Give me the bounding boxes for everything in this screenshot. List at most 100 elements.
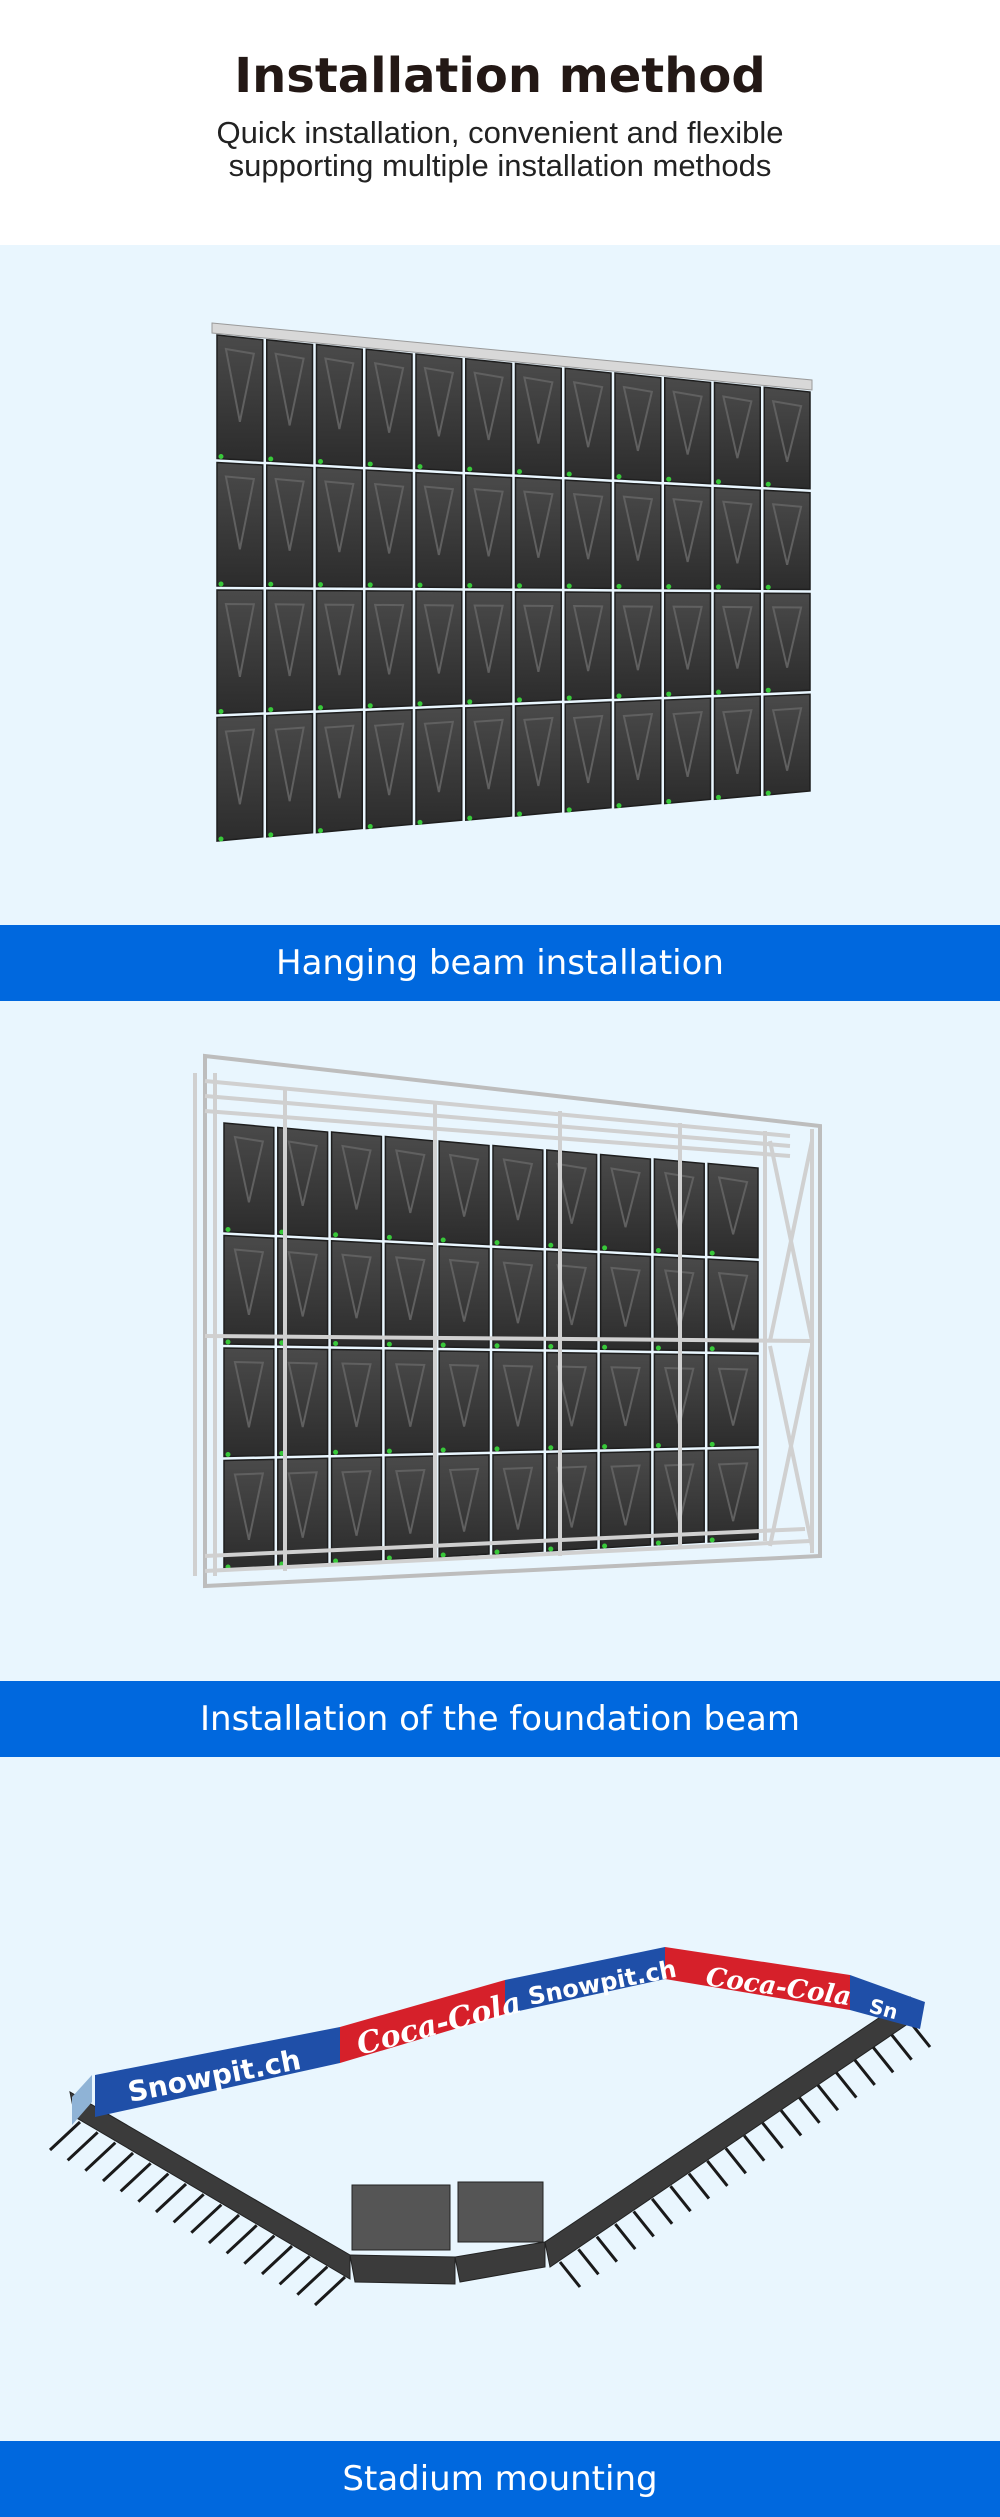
hanging-cabinet-emboss <box>771 503 803 565</box>
frame-led-indicator <box>225 1452 231 1457</box>
frame-cabinet-emboss <box>610 1266 641 1327</box>
hanging-cabinet-emboss <box>224 602 256 677</box>
frame-cabinet-emboss <box>717 1176 749 1235</box>
board-support-leg <box>154 2182 188 2214</box>
frame-led-indicator <box>494 1240 500 1246</box>
frame-led-indicator <box>548 1344 554 1349</box>
frame-cabinet-emboss <box>341 1253 372 1319</box>
frame-cabinet-emboss <box>448 1363 480 1427</box>
hanging-cabinet <box>315 710 363 834</box>
hanging-cabinet <box>514 590 562 703</box>
hanging-cabinet-emboss <box>572 381 604 448</box>
frame-cabinet-emboss <box>287 1471 318 1538</box>
board-support-leg <box>296 2265 329 2296</box>
hanging-led-indicator <box>616 583 622 589</box>
frame-cabinet-emboss <box>233 1360 265 1428</box>
frame-led-indicator <box>440 1447 446 1453</box>
hanging-led-indicator <box>318 705 323 711</box>
hanging-led-indicator <box>417 701 423 707</box>
frame-led-indicator <box>440 1552 446 1558</box>
hanging-cabinet <box>415 707 463 826</box>
frame-led-indicator <box>709 1537 715 1543</box>
frame-led-indicator <box>709 1250 715 1256</box>
frame-led-indicator <box>548 1546 554 1552</box>
hanging-cabinet-emboss <box>274 352 305 426</box>
hanging-led-indicator <box>417 464 423 470</box>
frame-cabinet-emboss <box>233 1472 265 1540</box>
hanging-cabinet-emboss <box>324 724 355 799</box>
board-support-leg <box>595 2235 619 2263</box>
hanging-cabinet <box>365 590 413 709</box>
hanging-led-indicator <box>666 799 672 804</box>
hanging-led-indicator <box>616 474 622 480</box>
board-support-leg <box>835 2071 858 2099</box>
board-support-leg <box>687 2172 711 2200</box>
board-support-leg <box>890 2033 913 2061</box>
frame-cabinet <box>546 1149 598 1251</box>
frame-cabinet-emboss <box>717 1462 749 1522</box>
frame-cabinet-emboss <box>502 1261 534 1324</box>
frame-cabinet-emboss <box>502 1364 534 1427</box>
stadium-section: Snowpit.ch Coca-Cola Snowpit.ch Coca-Col… <box>0 1757 1000 2441</box>
hanging-cabinet <box>763 386 811 490</box>
hanging-cabinet-emboss <box>274 726 305 802</box>
page-title: Installation method <box>234 48 766 104</box>
board-support-leg <box>313 2275 347 2307</box>
hanging-led-indicator <box>765 584 771 590</box>
hanging-cabinet-emboss <box>572 714 604 784</box>
frame-cabinet-emboss <box>556 1365 587 1427</box>
board-support-leg <box>779 2109 803 2137</box>
frame-led-indicator <box>225 1339 231 1345</box>
hanging-led-indicator <box>467 815 473 821</box>
hanging-cabinet-emboss <box>722 605 753 669</box>
frame-led-indicator <box>548 1445 554 1451</box>
hanging-cabinet <box>713 592 761 695</box>
hanging-cabinet-emboss <box>324 480 355 553</box>
header: Installation method Quick installation, … <box>0 0 1000 245</box>
hanging-cabinet-emboss <box>722 395 753 459</box>
hanging-cabinet <box>216 714 264 842</box>
board-support-leg <box>101 2151 135 2183</box>
hanging-cabinet-emboss <box>622 712 654 781</box>
hanging-cabinet-emboss <box>423 485 455 556</box>
hanging-cabinet-emboss <box>771 606 803 668</box>
subtitle-line-1: Quick installation, convenient and flexi… <box>216 115 784 150</box>
frame-led-indicator <box>333 1449 339 1455</box>
hanging-cabinet-emboss <box>771 400 803 462</box>
board-support-leg <box>243 2234 276 2265</box>
hanging-led-indicator <box>666 476 672 482</box>
hanging-led-indicator <box>467 699 473 705</box>
frame-cabinet-emboss <box>610 1464 641 1526</box>
hanging-cabinet-emboss <box>771 707 803 771</box>
frame-cabinet-emboss <box>448 1153 480 1217</box>
hanging-led-indicator <box>716 479 721 485</box>
hanging-cabinet <box>564 701 612 813</box>
section-label-foundation-beam: Installation of the foundation beam <box>0 1681 1000 1757</box>
frame-led-indicator <box>548 1242 554 1248</box>
hanging-cabinet <box>614 699 662 809</box>
hanging-cabinet <box>514 703 562 817</box>
frame-cabinet <box>223 1347 275 1458</box>
hanging-cabinet <box>365 469 413 588</box>
board-support-leg <box>84 2141 117 2172</box>
frame-cabinet <box>384 1349 436 1454</box>
hanging-led-indicator <box>268 707 274 713</box>
frame-led-indicator <box>494 1343 500 1349</box>
hanging-led-indicator <box>566 807 572 813</box>
hanging-led-indicator <box>417 819 423 825</box>
frame-cabinet-emboss <box>287 1361 318 1428</box>
frame-led-indicator <box>386 1341 392 1347</box>
subtitle-line-2: supporting multiple installation methods <box>228 148 772 183</box>
section-label-hanging-beam: Hanging beam installation <box>0 925 1000 1001</box>
board-support-leg <box>278 2255 311 2286</box>
hanging-cabinet-emboss <box>423 720 455 793</box>
hanging-led-indicator <box>765 790 771 796</box>
hanging-cabinet-emboss <box>672 711 703 777</box>
hanging-cabinet-emboss <box>224 347 256 422</box>
hanging-cabinet <box>216 589 264 715</box>
hanging-cabinet <box>365 708 413 830</box>
hanging-led-indicator <box>318 459 323 465</box>
board-support-leg <box>798 2096 821 2124</box>
ad-board-cocacola-1: Coca-Cola <box>353 1985 525 2062</box>
hanging-cabinet <box>614 591 662 699</box>
